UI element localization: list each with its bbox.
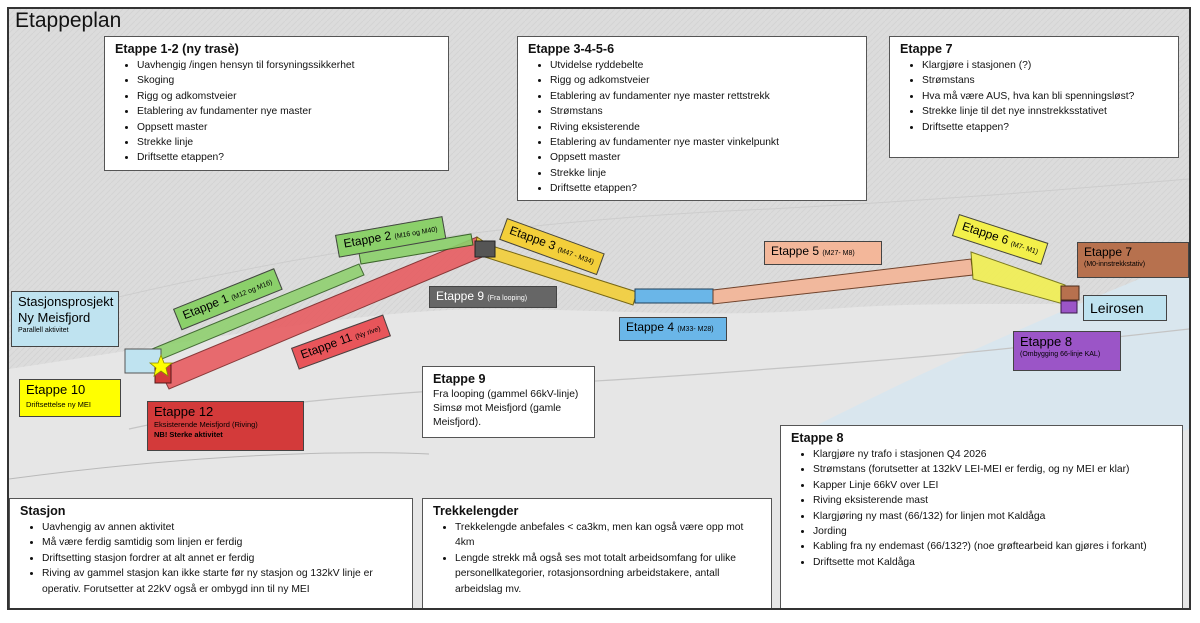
bullet-item: Riving eksisterende mast	[813, 493, 1174, 508]
corridor-etappe-7	[1060, 285, 1080, 301]
bullet-item: Hva må være AUS, hva kan bli spenningslø…	[922, 89, 1170, 104]
bullet-item: Strekke linje til det nye innstrekksstat…	[922, 104, 1170, 119]
bullet-item: Driftsetting stasjon fordrer at alt anne…	[42, 551, 404, 566]
bullet-list: Klargjøre ny trafo i stasjonen Q4 2026St…	[791, 447, 1174, 570]
bullet-item: Kapper Linje 66kV over LEI	[813, 478, 1174, 493]
box-heading: Etappe 3-4-5-6	[528, 42, 615, 56]
box-heading: Etappe 7	[900, 42, 953, 56]
bullet-item: Driftsette etappen?	[922, 120, 1170, 135]
star-marker-icon	[148, 353, 174, 377]
bullet-list: Uavhengig /ingen hensyn til forsyningssi…	[115, 58, 440, 166]
bullet-item: Klargjøre i stasjonen (?)	[922, 58, 1170, 73]
label-stasjonsprosjekt: Stasjonsprosjekt Ny Meisfjord Parallell …	[11, 291, 119, 347]
box-trekkelengder: Trekkelengder Trekkelengde anbefales < c…	[422, 498, 772, 608]
bullet-item: Kabling fra ny endemast (66/132?) (noe g…	[813, 539, 1174, 554]
bullet-list: Trekkelengde anbefales < ca3km, men kan …	[433, 520, 763, 597]
label-etappe-8: Etappe 8 (Ombygging 66-linje KAL)	[1013, 331, 1121, 371]
bullet-item: Skoging	[137, 73, 440, 88]
box-etappe-7: Etappe 7 Klargjøre i stasjonen (?)Strøms…	[889, 36, 1179, 158]
bullet-item: Driftsette mot Kaldåga	[813, 555, 1174, 570]
bullet-item: Etablering av fundamenter nye master ret…	[550, 89, 858, 104]
label-etappe-4: Etappe 4 (M33- M28)	[619, 317, 727, 341]
label-etappe-10: Etappe 10 Driftsettelse ny MEI	[19, 379, 121, 417]
bullet-list: Utvidelse ryddebelteRigg og adkomstveier…	[528, 58, 858, 197]
bullet-item: Driftsette etappen?	[550, 181, 858, 196]
bullet-item: Trekkelengde anbefales < ca3km, men kan …	[455, 520, 763, 551]
bullet-item: Strømstans	[550, 104, 858, 119]
box-heading: Stasjon	[20, 504, 66, 518]
bullet-list: Uavhengig av annen aktivitetMå være ferd…	[20, 520, 404, 597]
bullet-item: Riving eksisterende	[550, 120, 858, 135]
bullet-list: Klargjøre i stasjonen (?)StrømstansHva m…	[900, 58, 1170, 135]
label-etappe-12: Etappe 12 Eksisterende Meisfjord (Riving…	[147, 401, 304, 451]
bullet-item: Oppsett master	[550, 150, 858, 165]
corridor-etappe-9	[474, 240, 496, 258]
bullet-item: Strømstans	[922, 73, 1170, 88]
box-etappe-3-4-5-6: Etappe 3-4-5-6 Utvidelse ryddebelteRigg …	[517, 36, 867, 201]
bullet-item: Uavhengig av annen aktivitet	[42, 520, 404, 535]
label-etappe-9: Etappe 9 (Fra looping)	[429, 286, 557, 308]
bullet-item: Driftsette etappen?	[137, 150, 440, 165]
box-heading: Etappe 1-2 (ny trasè)	[115, 42, 239, 56]
box-etappe-8: Etappe 8 Klargjøre ny trafo i stasjonen …	[780, 425, 1183, 608]
bullet-item: Etablering av fundamenter nye master	[137, 104, 440, 119]
box-heading: Etappe 8	[791, 431, 844, 445]
corridor-etappe-4	[634, 288, 714, 304]
bullet-item: Strekke linje	[137, 135, 440, 150]
bullet-item: Lengde strekk må også ses mot totalt arb…	[455, 551, 763, 597]
bullet-item: Etablering av fundamenter nye master vin…	[550, 135, 858, 150]
label-etappe-5: Etappe 5 (M27- M8)	[764, 241, 882, 265]
bullet-item: Rigg og adkomstveier	[137, 89, 440, 104]
bullet-item: Må være ferdig samtidig som linjen er fe…	[42, 535, 404, 550]
bullet-item: Klargjøring ny mast (66/132) for linjen …	[813, 509, 1174, 524]
box-heading: Trekkelengder	[433, 504, 519, 518]
box-etappe-1-2: Etappe 1-2 (ny trasè) Uavhengig /ingen h…	[104, 36, 449, 171]
box-heading: Etappe 9	[433, 372, 486, 386]
bullet-item: Rigg og adkomstveier	[550, 73, 858, 88]
slide-frame: Etappeplan Etappe 1-2 (ny trasè) Uavheng…	[7, 7, 1191, 610]
corridor-etappe-8	[1060, 300, 1078, 314]
box-stasjon: Stasjon Uavhengig av annen aktivitetMå v…	[9, 498, 413, 608]
bullet-item: Strekke linje	[550, 166, 858, 181]
box-etappe-9: Etappe 9 Fra looping (gammel 66kV-linje)…	[422, 366, 595, 438]
box-text: Fra looping (gammel 66kV-linje) Simsø mo…	[433, 389, 579, 428]
bullet-item: Jording	[813, 524, 1174, 539]
label-leirosen: Leirosen	[1083, 295, 1167, 321]
bullet-item: Oppsett master	[137, 120, 440, 135]
bullet-item: Strømstans (forutsetter at 132kV LEI-MEI…	[813, 462, 1174, 477]
label-etappe-7: Etappe 7 (M0-innstrekkstativ)	[1077, 242, 1189, 278]
bullet-item: Utvidelse ryddebelte	[550, 58, 858, 73]
bullet-item: Riving av gammel stasjon kan ikke starte…	[42, 566, 404, 597]
bullet-item: Klargjøre ny trafo i stasjonen Q4 2026	[813, 447, 1174, 462]
bullet-item: Uavhengig /ingen hensyn til forsyningssi…	[137, 58, 440, 73]
page-title: Etappeplan	[15, 9, 122, 32]
